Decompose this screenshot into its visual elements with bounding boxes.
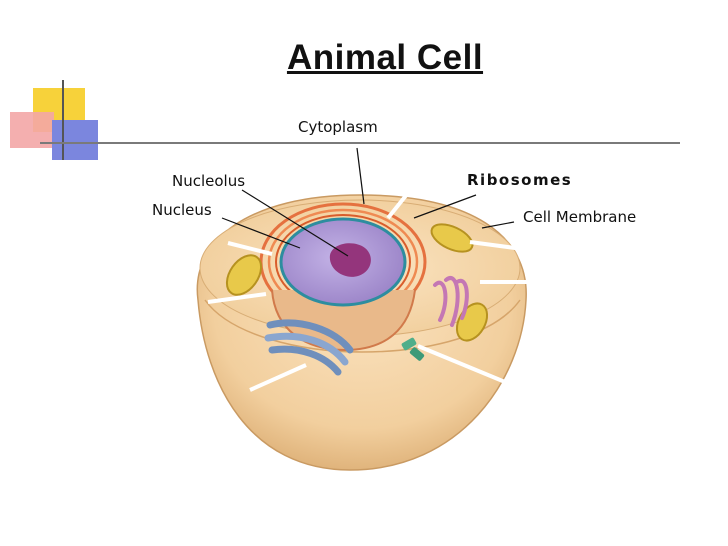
- label-cytoplasm: Cytoplasm: [298, 118, 378, 136]
- title-divider: [40, 142, 680, 144]
- mitochondrion-left: [225, 254, 263, 296]
- lysosome: [433, 276, 469, 327]
- pointer-lines: [207, 176, 532, 392]
- label-cell-membrane: Cell Membrane: [523, 208, 637, 226]
- golgi-apparatus: [264, 319, 354, 376]
- deco-blue-square: [52, 120, 98, 160]
- centriole: [401, 337, 425, 361]
- mitochondrion-top-right: [430, 223, 474, 253]
- label-nucleolus: Nucleolus: [172, 172, 246, 190]
- label-nucleus: Nucleus: [152, 201, 212, 219]
- label-ribosomes: Ribosomes: [467, 171, 573, 189]
- leader-lines: [221, 147, 515, 257]
- deco-vertical-line: [62, 80, 64, 160]
- page-title: Animal Cell: [286, 38, 484, 77]
